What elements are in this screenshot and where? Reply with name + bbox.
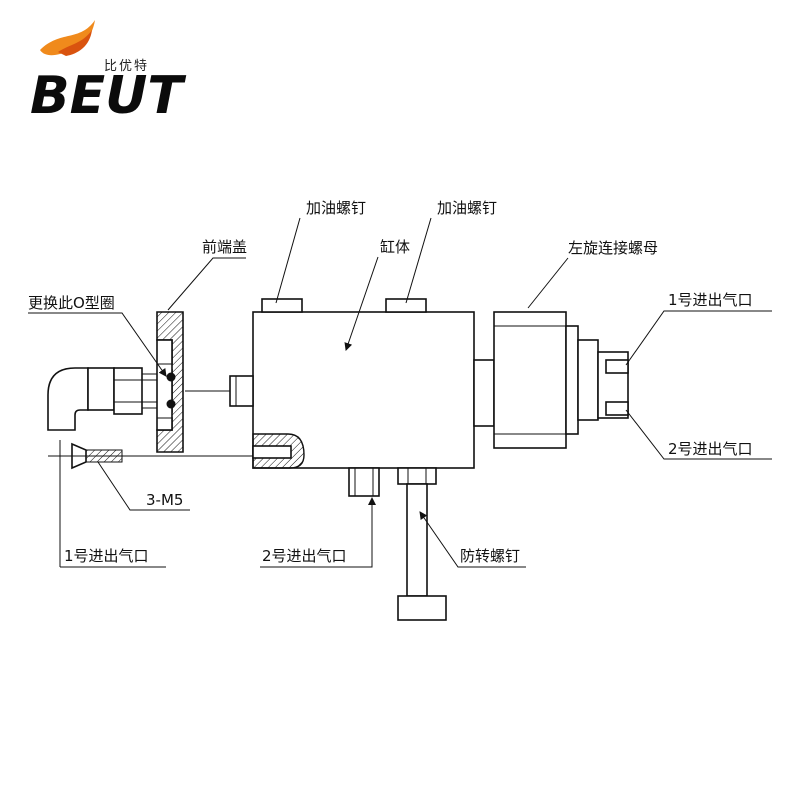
label-left-hand-nut: 左旋连接螺母 <box>568 239 658 257</box>
label-cylinder-body: 缸体 <box>380 238 410 256</box>
front-cap <box>156 311 184 453</box>
oil-screw-left <box>261 298 303 313</box>
label-port-1-right: 1号进出气口 <box>668 291 753 309</box>
logo-flame-inner-icon <box>58 30 92 56</box>
o-ring-lower <box>166 399 176 409</box>
elbow-fitting <box>47 367 165 431</box>
label-front-cap: 前端盖 <box>202 238 247 256</box>
left-hand-nut <box>493 311 629 449</box>
label-replace-o-ring: 更换此O型圈 <box>28 294 115 312</box>
connector-stub <box>473 359 495 427</box>
logo-letters: BEUT <box>30 66 186 126</box>
logo-flame-icon <box>40 20 95 56</box>
label-port-1-bottom: 1号进出气口 <box>64 547 149 565</box>
leader-lines <box>28 217 772 568</box>
brand-logo: BEUT 比优特 <box>30 20 186 126</box>
label-anti-rotation-screw: 防转螺钉 <box>460 547 520 565</box>
label-port-2-bottom: 2号进出气口 <box>262 547 347 565</box>
label-port-2-right: 2号进出气口 <box>668 440 753 458</box>
logo-chinese-name: 比优特 <box>104 59 149 74</box>
oil-screw-right <box>385 298 427 313</box>
label-oil-screw-left: 加油螺钉 <box>306 199 366 217</box>
cylinder-body <box>229 298 475 621</box>
label-oil-screw-right: 加油螺钉 <box>437 199 497 217</box>
o-ring-upper <box>166 372 176 382</box>
label-screws-3-m5: 3-M5 <box>146 491 183 509</box>
